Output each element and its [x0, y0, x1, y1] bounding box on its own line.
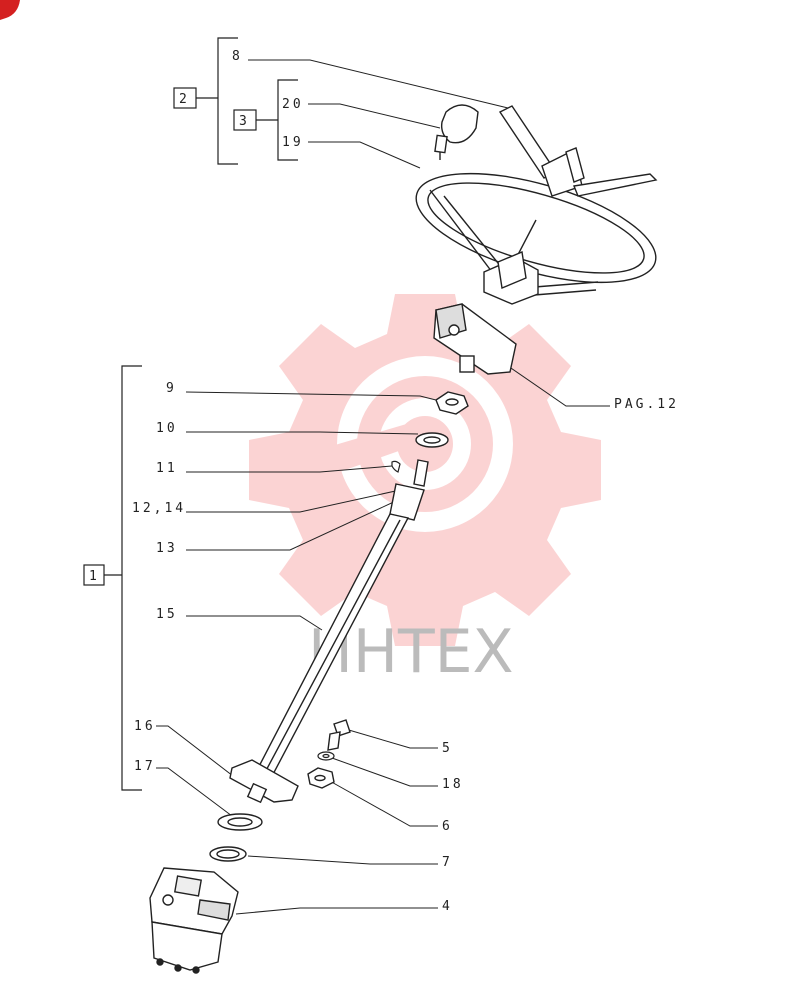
callout-5: 5 — [442, 741, 453, 756]
group-brackets — [104, 37, 298, 791]
hex-nut — [307, 767, 335, 789]
steering-unit — [149, 867, 239, 974]
callout-10: 10 — [156, 421, 178, 436]
gasket — [209, 846, 247, 862]
group-box-1: 1 — [83, 564, 105, 586]
leader-lines — [156, 59, 610, 915]
corner-mark-icon — [0, 0, 20, 20]
small-washer — [317, 751, 335, 761]
spinner-knob — [434, 104, 479, 160]
callout-pag-12: PAG.12 — [614, 397, 679, 412]
group-box-2: 2 — [173, 87, 197, 109]
upper-column-block — [433, 303, 517, 375]
callout-4: 4 — [442, 899, 453, 914]
washer — [415, 432, 449, 448]
svg-text:1: 1 — [89, 569, 97, 584]
lower-washer — [217, 813, 263, 831]
bolt — [327, 719, 351, 751]
svg-text:2: 2 — [179, 92, 187, 107]
callout-17: 17 — [134, 759, 156, 774]
group-box-3: 3 — [233, 109, 257, 131]
callout-8: 8 — [232, 49, 243, 64]
spinner-bracket — [498, 105, 658, 197]
callout-12-14: 12,14 — [132, 501, 186, 516]
callout-16: 16 — [134, 719, 156, 734]
callout-6: 6 — [442, 819, 453, 834]
callout-20: 20 — [282, 97, 304, 112]
nut — [435, 391, 469, 415]
callout-18: 18 — [442, 777, 464, 792]
callout-11: 11 — [156, 461, 178, 476]
svg-text:3: 3 — [239, 114, 247, 129]
key — [391, 460, 401, 473]
callout-15: 15 — [156, 607, 178, 622]
steering-column-shaft — [229, 459, 429, 804]
callout-7: 7 — [442, 855, 453, 870]
callout-19: 19 — [282, 135, 304, 150]
callout-13: 13 — [156, 541, 178, 556]
steering-wheel — [415, 172, 657, 305]
callout-9: 9 — [166, 381, 177, 396]
